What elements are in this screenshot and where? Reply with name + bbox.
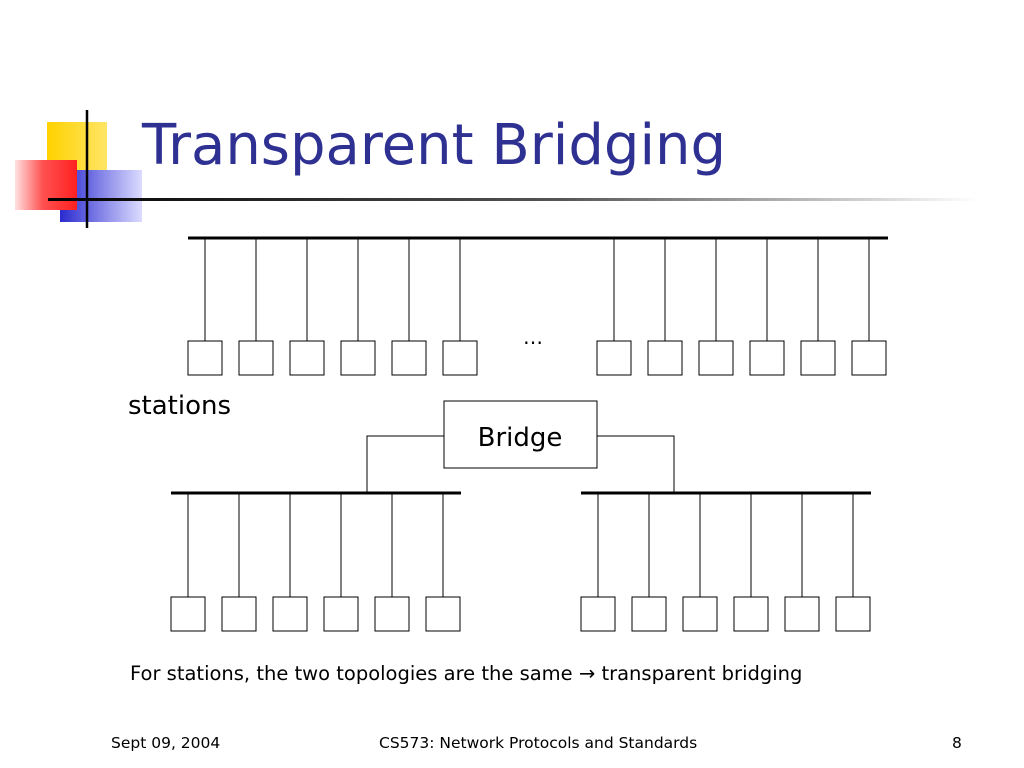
logo-red-square: [15, 160, 77, 210]
station-box: [733, 596, 769, 632]
footer-date: Sept 09, 2004: [111, 734, 221, 752]
station-box: [391, 340, 427, 376]
slide-logo: [15, 110, 142, 228]
station-box: [221, 596, 257, 632]
slide-title: Transparent Bridging: [142, 113, 727, 178]
bridge-box: [443, 400, 598, 469]
ellipsis-label: …: [523, 325, 543, 349]
station-box: [238, 340, 274, 376]
station-box: [374, 596, 410, 632]
station-box: [323, 596, 359, 632]
station-box: [289, 340, 325, 376]
bridge-node: Bridge: [443, 400, 598, 469]
footer-course: CS573: Network Protocols and Standards: [379, 734, 698, 752]
station-box: [631, 596, 667, 632]
station-box: [425, 596, 461, 632]
bridge-left-link: [366, 435, 444, 493]
bottom-left-lan: [170, 491, 461, 632]
bridge-right-link: [597, 435, 675, 493]
station-box: [187, 340, 223, 376]
footer-page-number: 8: [952, 734, 962, 752]
stations-label: stations: [128, 391, 231, 421]
station-box: [272, 596, 308, 632]
station-box: [580, 596, 616, 632]
station-box: [682, 596, 718, 632]
bridge-label: Bridge: [478, 423, 563, 453]
station-box: [442, 340, 478, 376]
arrow-icon: →: [578, 662, 596, 685]
station-box: [170, 596, 206, 632]
station-box: [851, 340, 887, 376]
station-box: [784, 596, 820, 632]
station-box: [698, 340, 734, 376]
caption-text-after: transparent bridging: [601, 662, 803, 685]
station-box: [800, 340, 836, 376]
caption-text-before: For stations, the two topologies are the…: [130, 662, 573, 685]
station-box: [596, 340, 632, 376]
station-box: [749, 340, 785, 376]
top-lan: [187, 236, 888, 376]
title-underline: [48, 198, 978, 201]
station-box: [340, 340, 376, 376]
station-box: [647, 340, 683, 376]
station-box: [835, 596, 871, 632]
bottom-right-lan: [580, 491, 871, 632]
slide-caption: For stations, the two topologies are the…: [130, 662, 802, 685]
